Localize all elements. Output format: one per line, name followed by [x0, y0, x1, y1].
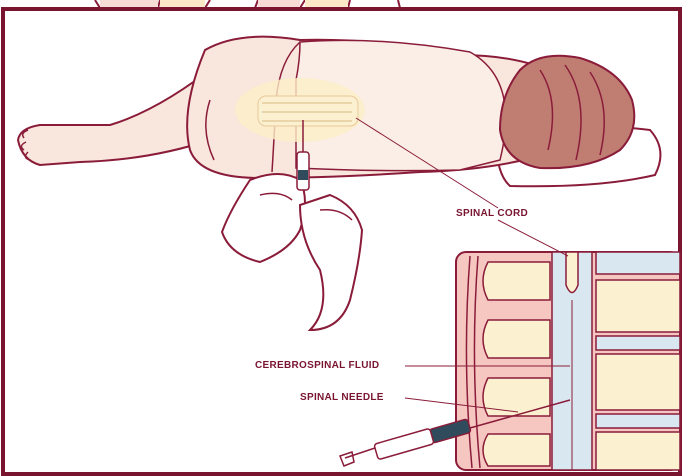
label-spinal-needle: SPINAL NEEDLE	[300, 392, 384, 403]
spine-on-back	[235, 78, 365, 142]
top-banner	[0, 0, 683, 8]
hair	[500, 56, 634, 168]
gloved-hands	[222, 174, 362, 330]
label-spinal-cord: SPINAL CORD	[456, 208, 528, 219]
label-cerebrospinal-fluid: CEREBROSPINAL FLUID	[255, 360, 379, 371]
spine-cross-section	[456, 252, 680, 470]
